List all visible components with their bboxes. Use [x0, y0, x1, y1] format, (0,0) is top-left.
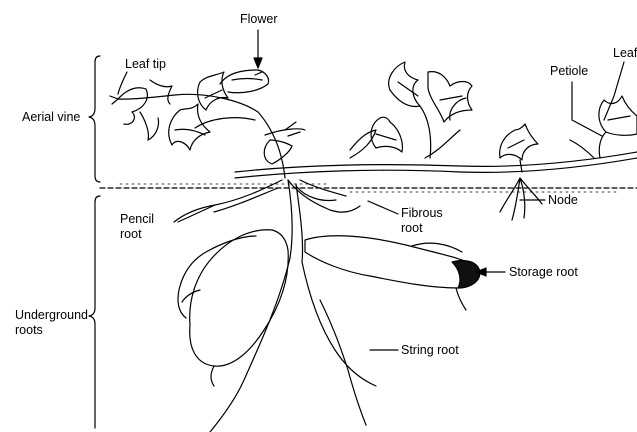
pointer-leaf [604, 62, 624, 120]
flower-shape [220, 70, 269, 93]
pointer-petiole [572, 82, 602, 136]
label-storage-root: Storage root [509, 265, 578, 279]
label-fibrous-root: Fibrous root [401, 206, 443, 236]
string-root [320, 300, 366, 425]
storage-root-tip [452, 260, 480, 288]
label-aerial-vine: Aerial vine [22, 110, 80, 124]
leaf-left-2 [198, 72, 228, 110]
label-leaf-tip: Leaf tip [125, 57, 166, 71]
leaf-tip [110, 88, 147, 125]
node-roots [500, 178, 542, 220]
label-pencil-root: Pencil root [120, 212, 154, 242]
leaf-left-1 [169, 104, 210, 150]
storage-root-left [190, 230, 289, 366]
leaf-right-1 [389, 62, 420, 106]
pointer-pencil-root [178, 205, 215, 222]
label-string-root: String root [401, 343, 459, 357]
underground-roots-bracket [89, 196, 100, 428]
label-underground-roots: Underground roots [15, 308, 88, 338]
label-leaf: Leaf [613, 46, 637, 60]
pointer-leaf-tip [118, 72, 127, 94]
label-node: Node [548, 193, 578, 207]
label-flower: Flower [240, 12, 278, 26]
leaf-far-right [599, 96, 637, 135]
petiole-stem [599, 132, 606, 158]
pointer-fibrous-root [368, 201, 398, 214]
label-petiole: Petiole [550, 64, 588, 78]
pencil-root [174, 180, 282, 222]
aerial-vine-bracket [89, 56, 100, 182]
